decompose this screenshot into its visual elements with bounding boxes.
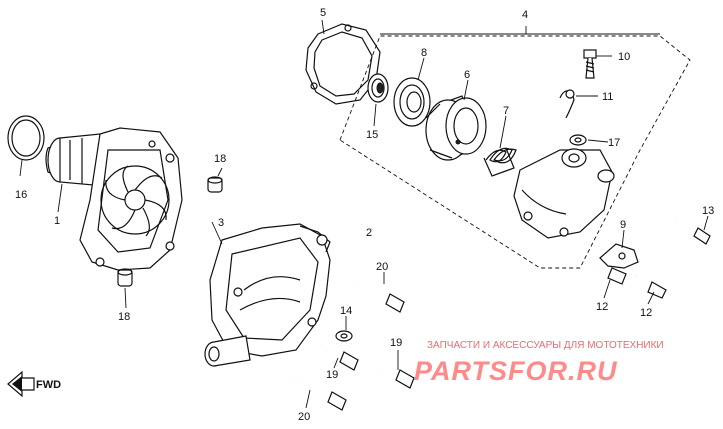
spring-7 <box>483 147 517 177</box>
washer-17 <box>569 134 587 146</box>
bearing-8 <box>393 77 431 127</box>
callout-19b: 19 <box>390 337 402 349</box>
callout-6: 6 <box>464 69 470 81</box>
impeller-icon <box>100 165 170 237</box>
callout-9: 9 <box>620 219 626 231</box>
housing-sleeve-6 <box>425 95 487 161</box>
callout-14: 14 <box>340 305 352 317</box>
callouts: 16 1 2 3 4 5 6 7 8 9 10 11 12 12 13 14 1… <box>15 7 714 423</box>
callout-19a: 19 <box>326 369 338 381</box>
o-ring-16 <box>7 115 45 161</box>
callout-20a: 20 <box>376 261 388 273</box>
bolt-19a <box>327 348 359 371</box>
fwd-arrow: FWD <box>7 370 61 398</box>
dowel-pin-18b <box>117 268 133 287</box>
callout-17: 17 <box>608 137 620 149</box>
bleed-screw-10 <box>583 49 597 79</box>
callout-12b: 12 <box>640 307 652 319</box>
outlet-pipe <box>204 335 251 367</box>
callout-2: 2 <box>366 227 372 239</box>
watermark: ЗАПЧАСТИ И АКСЕССУАРЫ ДЛЯ МОТОТЕХНИКИ PA… <box>414 340 664 386</box>
callout-15: 15 <box>366 129 378 141</box>
bolt-20a <box>355 278 405 313</box>
callout-20b: 20 <box>298 411 310 423</box>
callout-18a: 18 <box>214 153 226 165</box>
callout-1: 1 <box>54 215 60 227</box>
callout-7: 7 <box>503 105 509 117</box>
callout-11: 11 <box>602 91 613 103</box>
pipe-clip-11 <box>559 89 575 119</box>
callout-13: 13 <box>702 205 714 217</box>
thermostat-housing <box>513 148 615 239</box>
leader-lines <box>19 19 709 409</box>
washer-14 <box>335 330 353 342</box>
bolt-13 <box>675 216 711 245</box>
pump-cover-3 <box>204 223 331 367</box>
bolt-12a <box>597 264 627 285</box>
gasket-5 <box>305 23 381 105</box>
dowel-pin-18a <box>207 176 223 193</box>
callout-10: 10 <box>618 51 630 63</box>
bolt-12b <box>635 274 667 299</box>
bolt-19b <box>383 366 415 389</box>
callout-5: 5 <box>320 7 326 19</box>
callout-16: 16 <box>15 189 27 201</box>
oil-seal-15 <box>367 73 389 103</box>
watermark-subtitle: ЗАПЧАСТИ И АКСЕССУАРЫ ДЛЯ МОТОТЕХНИКИ <box>427 340 664 351</box>
bracket-9 <box>599 243 639 269</box>
pump-body-1 <box>45 127 183 271</box>
bolt-20b <box>295 376 347 411</box>
callout-4: 4 <box>522 9 528 21</box>
callout-12a: 12 <box>596 301 608 313</box>
callout-8: 8 <box>421 47 427 59</box>
watermark-brand: PARTSFOR.RU <box>414 356 618 386</box>
callout-18b: 18 <box>118 311 130 323</box>
callout-3: 3 <box>218 217 224 229</box>
fwd-label: FWD <box>36 379 61 391</box>
